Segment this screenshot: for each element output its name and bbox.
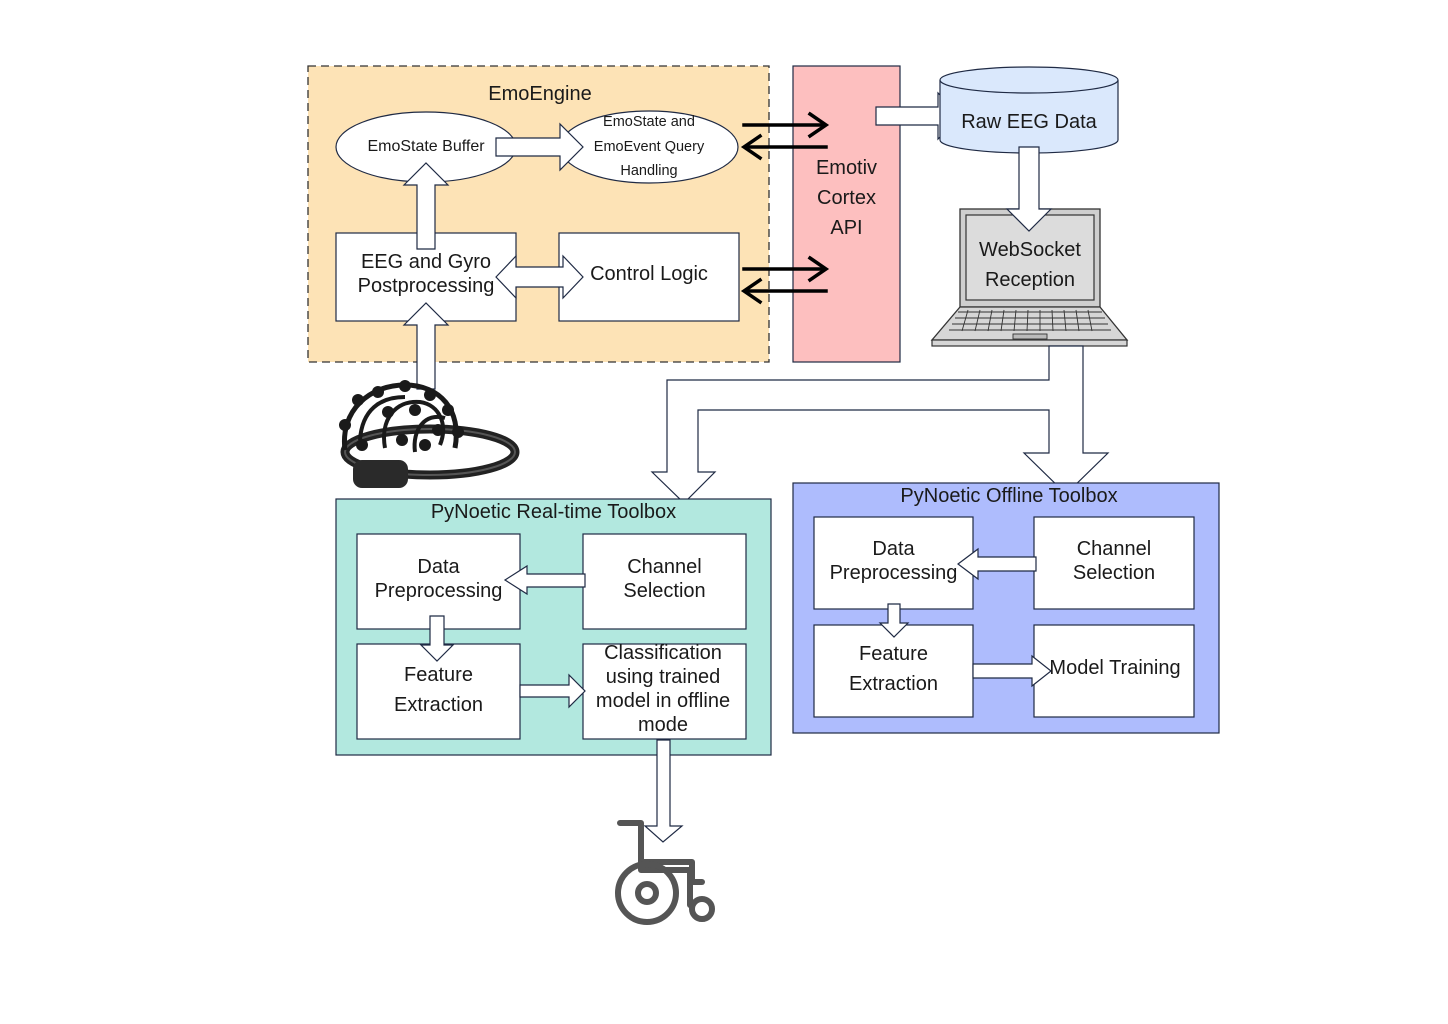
raw-eeg-database [939, 66, 1119, 154]
websocket-label: WebSocket Reception [979, 239, 1081, 291]
control-logic-label: Control Logic [590, 263, 708, 285]
realtime-toolbox-title: PyNoetic Real-time Toolbox [430, 501, 677, 523]
arrow-post-control [495, 254, 584, 300]
arrow-classification-to-wheelchair [643, 739, 684, 843]
rt-channel-selection-label: Channel Selection [623, 556, 706, 602]
off-model-training-label: Model Training [1049, 657, 1181, 679]
emoengine-title: EmoEngine [488, 83, 592, 105]
raw-eeg-label: Raw EEG Data [961, 111, 1097, 133]
off-data-preprocessing-node [813, 516, 974, 610]
rt-channel-selection-node [582, 533, 747, 630]
arrow-off-feature-to-training [972, 654, 1052, 688]
off-feature-extraction-node [813, 624, 974, 718]
arrow-rt-channel-to-preprocessing [503, 564, 586, 596]
arrows-query-api [740, 111, 830, 161]
rt-data-preprocessing-label: Data Preprocessing [374, 556, 503, 602]
arrow-websocket-to-toolboxes [650, 345, 1110, 504]
rt-data-preprocessing-node [356, 533, 521, 630]
rt-feature-extraction-label: Feature Extraction [394, 664, 483, 716]
query-handling-label: EmoState and EmoEvent Query Handling [593, 114, 705, 180]
off-model-training-node [1033, 624, 1195, 718]
arrow-post-to-buffer [402, 162, 450, 250]
postprocessing-label: EEG and Gyro Postprocessing [357, 251, 495, 297]
off-channel-selection-node [1033, 516, 1195, 610]
arrow-off-channel-to-preprocessing [957, 547, 1037, 581]
arrow-headset-to-post [402, 302, 450, 390]
wheelchair-icon [615, 820, 715, 925]
cortex-api-label: Emotiv Cortex API [815, 157, 878, 239]
control-logic-node [558, 232, 740, 322]
off-channel-selection-label: Channel Selection [1072, 538, 1156, 584]
off-data-preprocessing-label: Data Preprocessing [829, 538, 958, 584]
arrow-raw-to-websocket [1005, 146, 1053, 232]
arrow-off-preprocessing-to-feature [878, 603, 910, 638]
arrows-control-api [740, 255, 830, 305]
arrow-rt-feature-to-classification [519, 673, 586, 709]
emostate-buffer-label: EmoState Buffer [367, 138, 485, 156]
offline-toolbox-title: PyNoetic Offline Toolbox [900, 485, 1118, 507]
arrow-rt-preprocessing-to-feature [419, 615, 455, 662]
eeg-headset-icon [339, 380, 520, 488]
off-feature-extraction-label: Feature Extraction [849, 643, 938, 695]
arrow-buffer-to-query [495, 122, 584, 172]
rt-classification-label: Classification using trained model in of… [595, 642, 731, 736]
